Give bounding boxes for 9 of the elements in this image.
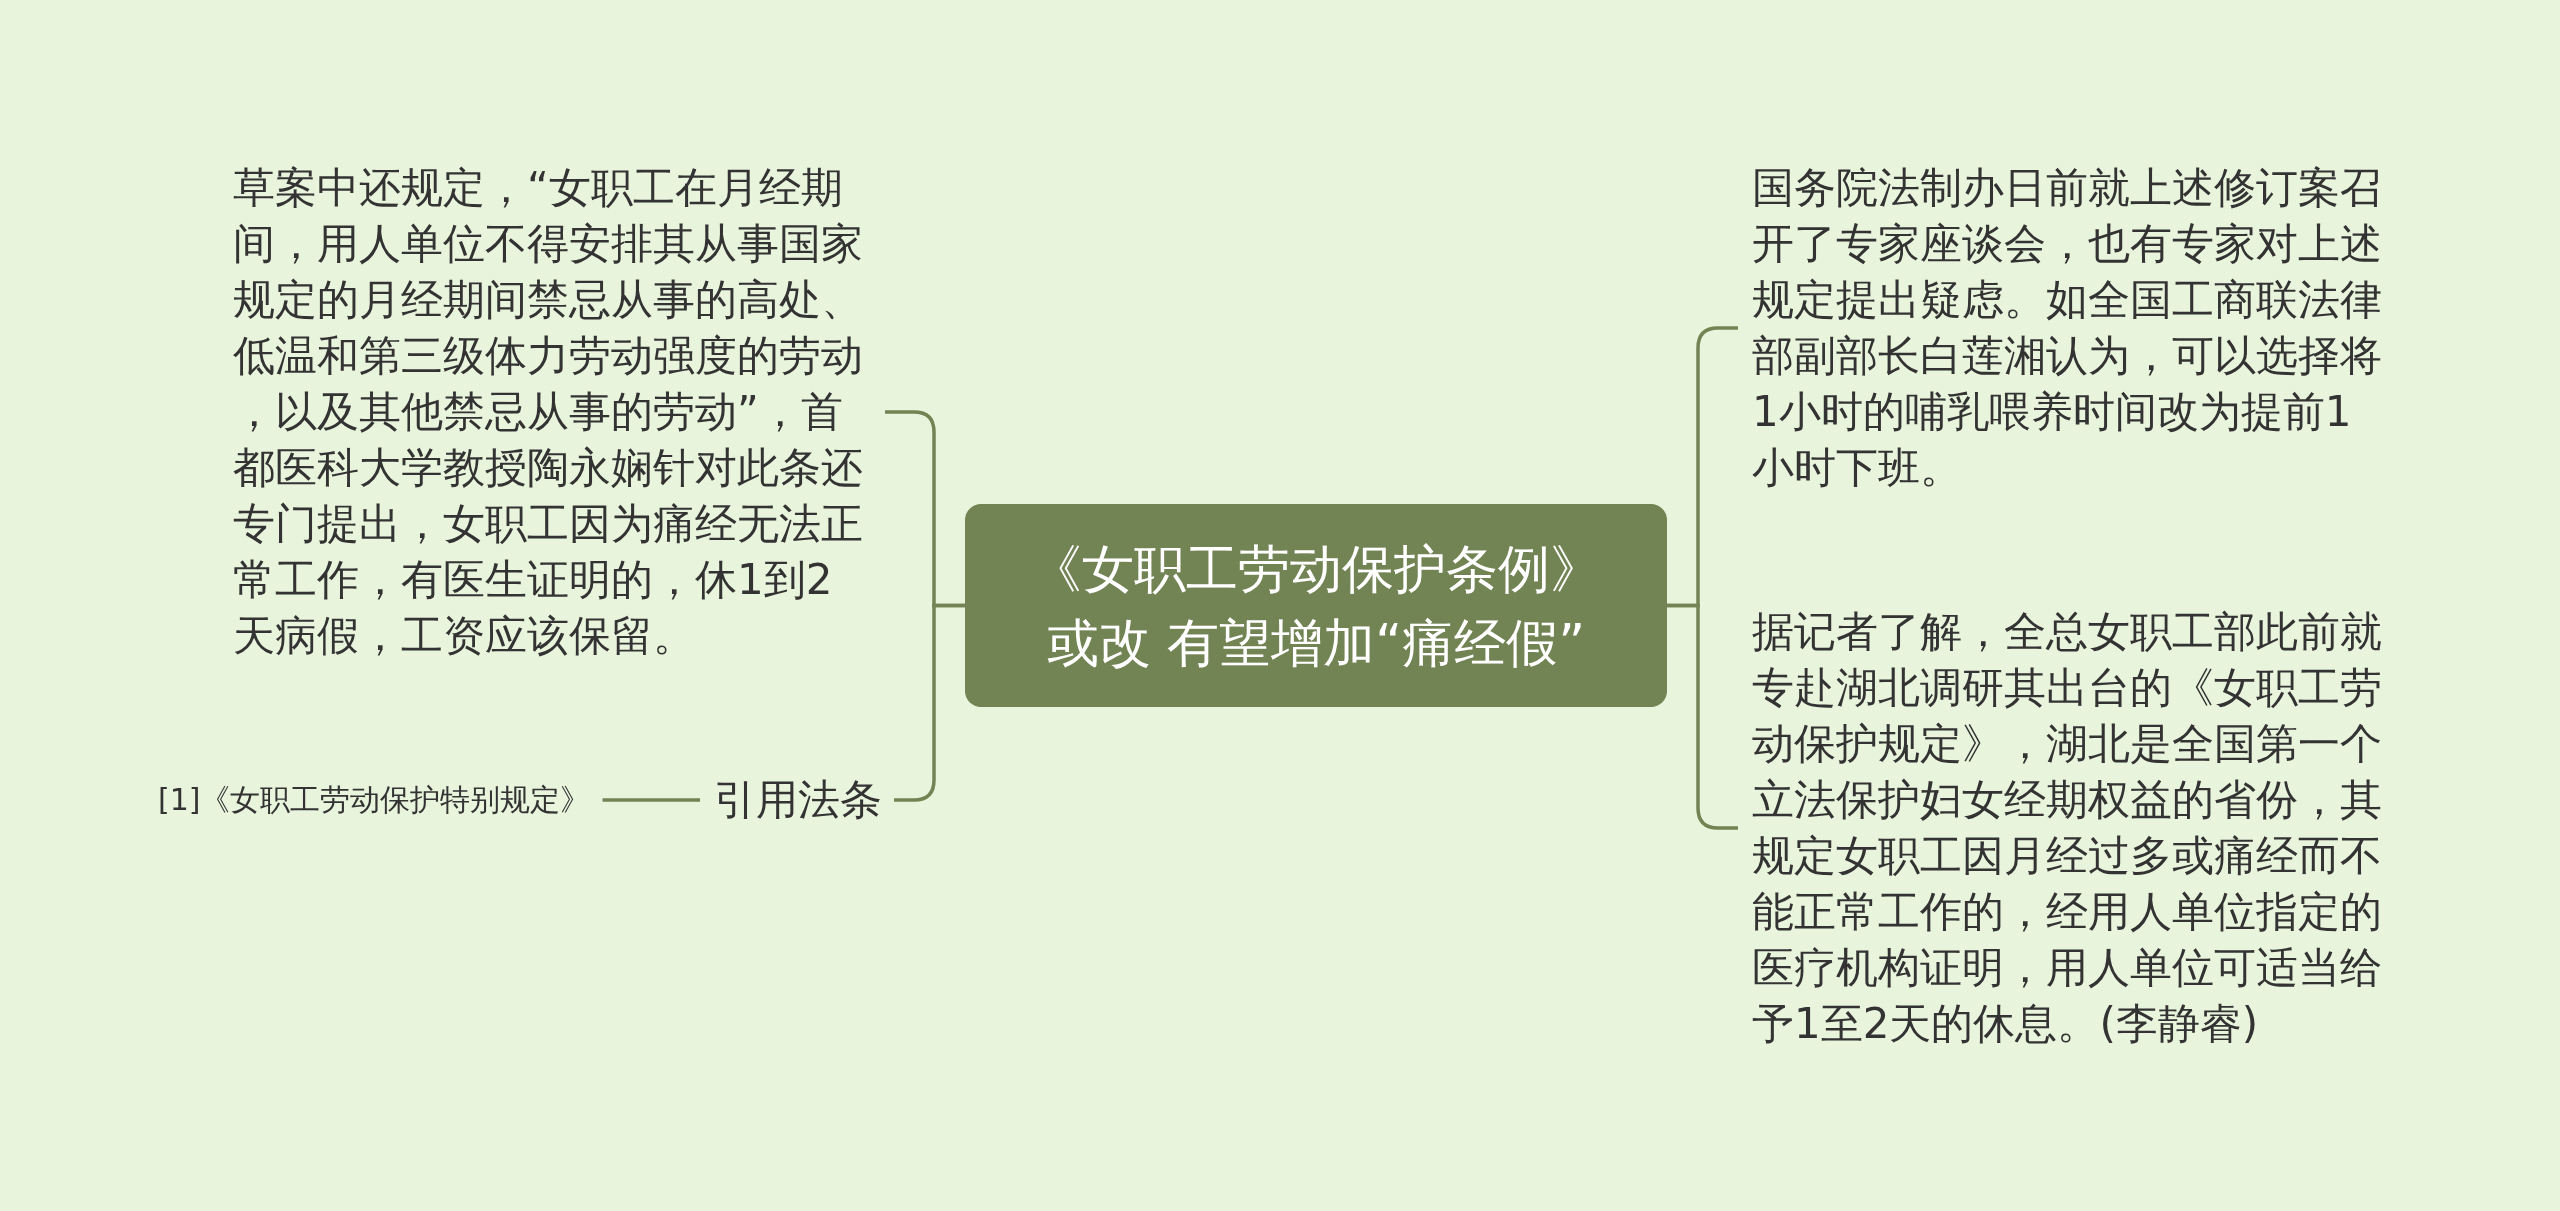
- paragraph: 草案中还规定，“女职工在月经期间，用人单位不得安排其从事国家规定的月经期间禁忌从事的高处、低温和第三级体力劳动强度的劳动，以及其他禁忌从事的劳动”，首都医科大学教授陶永娴针对此条还专门提出，女职工因为痛经无法正常工作，有医生证明的，休1到2天病假，工资应该保留。: [233, 160, 885, 664]
- citation-text: [1]《女职工劳动保护特别规定》: [158, 780, 603, 820]
- paragraph: 据记者了解，全总女职工部此前就专赴湖北调研其出台的《女职工劳动保护规定》，湖北是全国第一个立法保护妇女经期权益的省份，其规定女职工因月经过多或痛经而不能正常工作的，经用人单位指定的医疗机构证明，用人单位可适当给予1至2天的休息。(李静睿): [1738, 604, 2392, 1052]
- paragraph: 国务院法制办日前就上述修订案召开了专家座谈会，也有专家对上述规定提出疑虑。如全国工商联法律部副部长白莲湘认为，可以选择将1小时的哺乳喂养时间改为提前1小时下班。: [1738, 160, 2392, 496]
- branch-label: 引用法条: [700, 772, 894, 828]
- branch-line: [602, 798, 700, 802]
- topic-box: 《女职工劳动保护条例》或改 有望增加“痛经假”: [965, 504, 1667, 707]
- branch-line: [894, 603, 965, 802]
- branch-line: [1667, 603, 1738, 830]
